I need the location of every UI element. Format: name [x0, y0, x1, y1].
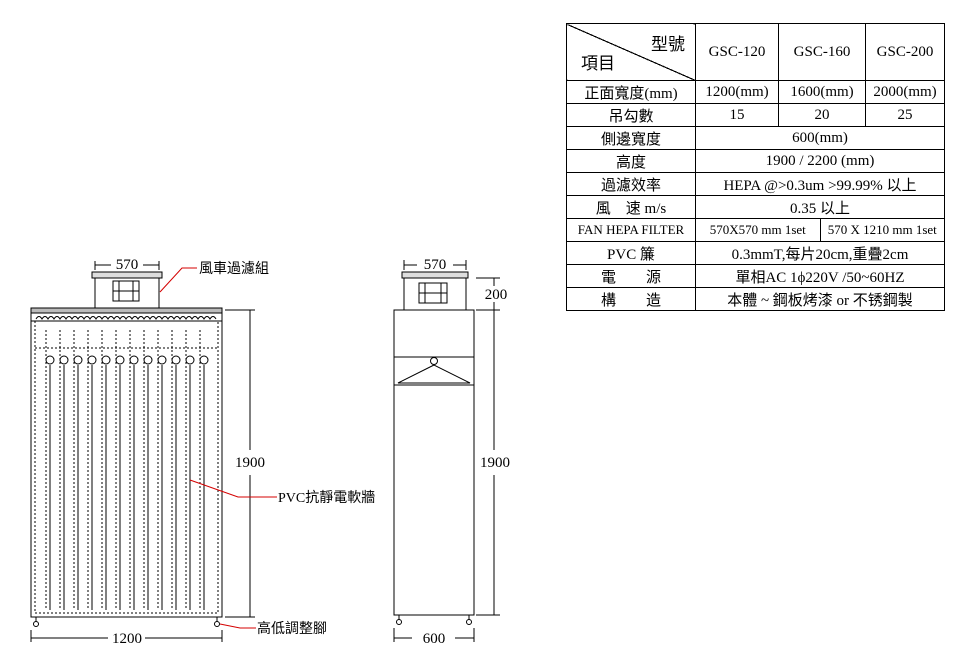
- row-value: HEPA @>0.3um >99.99% 以上: [695, 172, 945, 196]
- spec-header-row: 型號 項目 GSC-120 GSC-160 GSC-200: [566, 23, 945, 81]
- side-frame: [393, 309, 475, 616]
- front-dim-total-width: 1200: [112, 631, 142, 647]
- front-frame: [30, 320, 223, 618]
- row-value: 570X570 mm 1set: [709, 222, 806, 237]
- row-label: 高度: [566, 149, 696, 173]
- front-fan-unit: [91, 271, 163, 311]
- row-label: 過濾效率: [566, 172, 696, 196]
- row-value: 2000(mm): [865, 80, 945, 104]
- row-value: 570 X 1210 mm 1set: [819, 219, 945, 241]
- row-label: FAN HEPA FILTER: [566, 218, 696, 242]
- callout-pvc-curtain: PVC抗靜電軟牆: [278, 490, 375, 506]
- table-row: 過濾效率 HEPA @>0.3um >99.99% 以上: [566, 172, 945, 196]
- side-dimensions: [393, 260, 500, 642]
- header-item: 項目: [581, 54, 615, 73]
- side-dim-fan-height: 200: [485, 287, 508, 303]
- front-dimensions: [30, 261, 255, 642]
- front-top-plate: [30, 307, 223, 314]
- side-hanger: [397, 357, 471, 384]
- front-dim-height: 1900: [235, 455, 265, 471]
- table-row: 吊勾數 15 20 25: [566, 103, 945, 127]
- side-dim-width: 600: [423, 631, 446, 647]
- model-gsc-160: GSC-160: [778, 23, 866, 81]
- side-dim-fan-width: 570: [424, 257, 447, 273]
- row-value-split: 570X570 mm 1set 570 X 1210 mm 1set: [695, 218, 945, 242]
- model-gsc-120: GSC-120: [695, 23, 779, 81]
- side-dim-height: 1900: [480, 455, 510, 471]
- table-row: 高度 1900 / 2200 (mm): [566, 149, 945, 173]
- table-row: 側邊寬度 600(mm): [566, 126, 945, 150]
- table-row: 電 源 單相AC 1ϕ220V /50~60HZ: [566, 264, 945, 288]
- table-row: PVC 簾 0.3mmT,每片20cm,重疊2cm: [566, 241, 945, 265]
- model-gsc-200: GSC-200: [865, 23, 945, 81]
- front-pvc-curtain: [45, 330, 201, 610]
- row-value: 20: [778, 103, 866, 127]
- table-row: 正面寬度(mm) 1200(mm) 1600(mm) 2000(mm): [566, 80, 945, 104]
- row-value: 25: [865, 103, 945, 127]
- side-view: [393, 260, 500, 642]
- row-label: PVC 簾: [566, 241, 696, 265]
- side-feet: [396, 615, 472, 625]
- callout-leaders: [159, 267, 277, 629]
- callout-adjustable-feet: 高低調整腳: [257, 620, 327, 637]
- front-view: [30, 261, 255, 642]
- row-label: 吊勾數: [566, 103, 696, 127]
- row-value: 單相AC 1ϕ220V /50~60HZ: [695, 264, 945, 288]
- row-value: 600(mm): [695, 126, 945, 150]
- row-label: 側邊寬度: [566, 126, 696, 150]
- row-value: 1900 / 2200 (mm): [695, 149, 945, 173]
- front-feet: [33, 617, 220, 627]
- front-hooks: [45, 355, 209, 365]
- table-row: 風 速 m/s 0.35 以上: [566, 195, 945, 219]
- row-label: 構 造: [566, 287, 696, 311]
- row-value: 1200(mm): [695, 80, 779, 104]
- row-label: 電 源: [566, 264, 696, 288]
- row-value: 0.35 以上: [695, 195, 945, 219]
- callout-fan-filter: 風車過濾組: [199, 260, 269, 277]
- table-row: 構 造 本體 ~ 鋼板烤漆 or 不锈鋼製: [566, 287, 945, 311]
- row-label: 正面寬度(mm): [566, 80, 696, 104]
- row-value: 1600(mm): [778, 80, 866, 104]
- row-label: 風 速 m/s: [566, 195, 696, 219]
- row-value: 15: [695, 103, 779, 127]
- header-model: 型號: [651, 35, 685, 54]
- front-dim-fan-width: 570: [116, 257, 139, 273]
- row-value: 本體 ~ 鋼板烤漆 or 不锈鋼製: [695, 287, 945, 311]
- spec-header-diagonal: 型號 項目: [566, 23, 696, 81]
- row-value: 0.3mmT,每片20cm,重疊2cm: [695, 241, 945, 265]
- table-row: FAN HEPA FILTER 570X570 mm 1set 570 X 12…: [566, 218, 945, 242]
- spec-table: 型號 項目 GSC-120 GSC-160 GSC-200 正面寬度(mm) 1…: [566, 23, 945, 311]
